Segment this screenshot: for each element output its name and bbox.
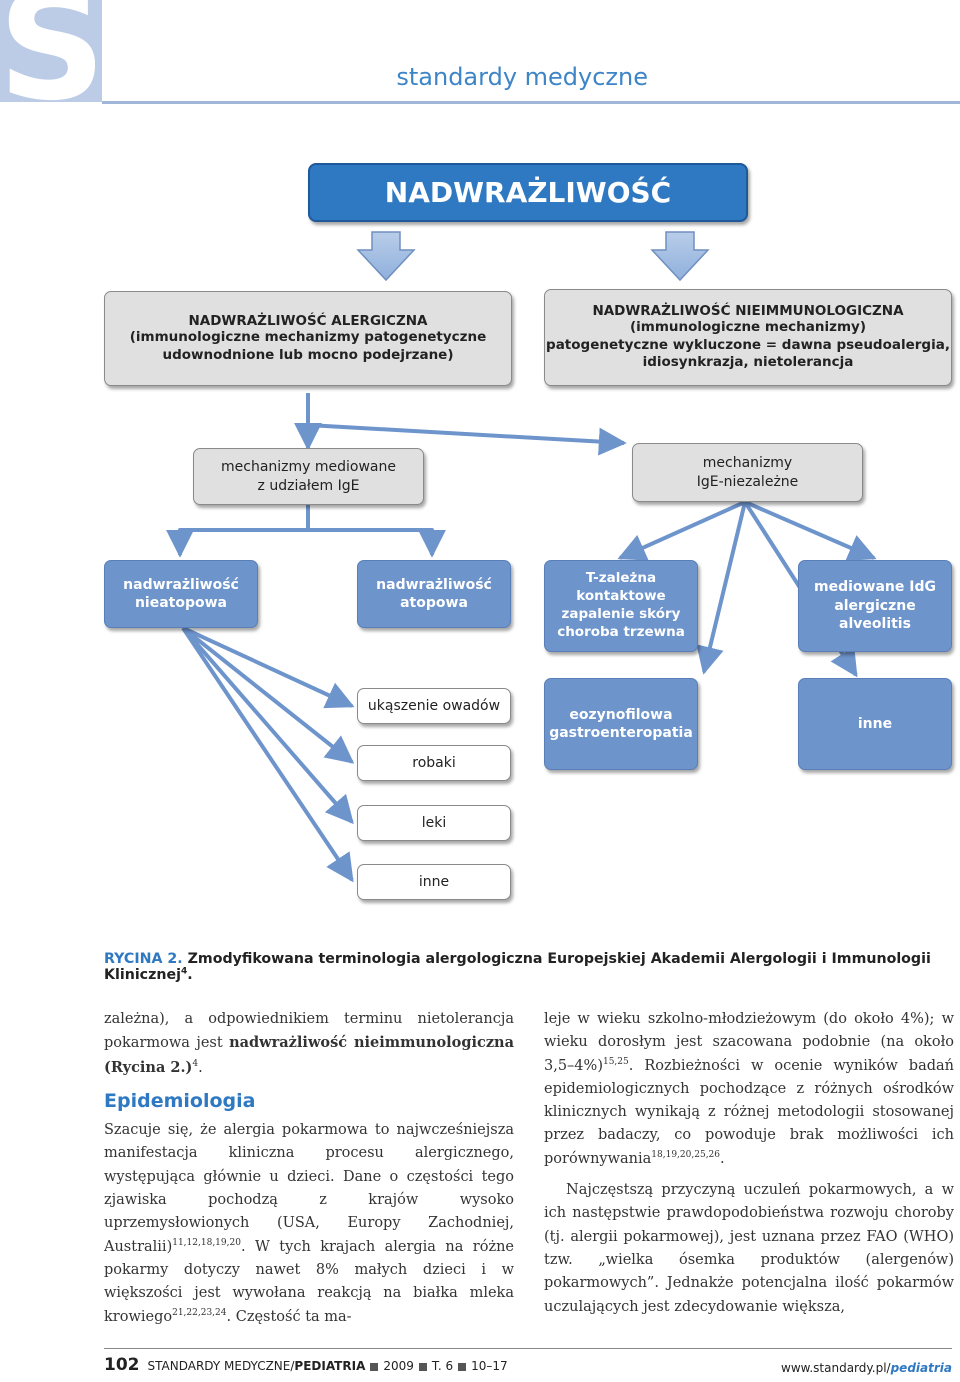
worms-box: robaki [357, 745, 511, 781]
ige-independent-box: mechanizmy IgE-niezależne [632, 443, 863, 502]
right-p1-ref1: 15,25 [602, 1056, 629, 1067]
igg-mediated-box: mediowane IdG alergiczne alveolitis [798, 560, 952, 652]
down-arrow-right [650, 231, 710, 282]
left-paragraph-2: Szacuje się, że alergia pokarmowa to naj… [104, 1119, 514, 1329]
allergic-hypersensitivity-box: NADWRAŻLIWOŚĆ ALERGICZNA (immunologiczne… [104, 291, 512, 386]
journal-volume: T. 6 [431, 1359, 454, 1373]
insect-sting-box: ukąszenie owadów [357, 688, 511, 724]
right-paragraph-1: leje w wieku szkolno-młodzieżowym (do ok… [544, 1008, 954, 1171]
left-paragraph-1: zależna), a odpowiednikiem terminu nieto… [104, 1008, 514, 1080]
url-prefix: www.standardy.pl/ [781, 1361, 891, 1375]
journal-pages: 10–17 [471, 1359, 508, 1373]
right-p1-b: . Rozbieżności w ocenie wyników badań ep… [544, 1057, 954, 1167]
figure-caption-ref: 4 [180, 966, 188, 977]
right-p1-ref2: 18,19,20,25,26 [651, 1149, 721, 1160]
page-number: 102 [104, 1355, 140, 1375]
allergic-description: (immunologiczne mechanizmy patogenetyczn… [129, 328, 487, 363]
left-p2-ref2: 21,22,23,24 [172, 1307, 227, 1318]
nonatopic-box: nadwrażliwość nieatopowa [104, 560, 258, 628]
left-column: zależna), a odpowiednikiem terminu nieto… [104, 1008, 514, 1329]
figure-caption-text: Zmodyfikowana terminologia alergologiczn… [104, 951, 931, 983]
footer-divider [104, 1348, 952, 1349]
other-left-box: inne [357, 864, 511, 900]
nonimmune-title: NADWRAŻLIWOŚĆ NIEIMMUNOLOGICZNA [592, 302, 904, 319]
left-p2-a: Szacuje się, że alergia pokarmowa to naj… [104, 1122, 514, 1255]
ige-mediated-box: mechanizmy mediowane z udziałem IgE [193, 448, 424, 505]
nonimmune-description: (immunologiczne mechanizmy) patogenetycz… [546, 318, 950, 371]
footer-left: 102 STANDARDY MEDYCZNE/PEDIATRIA 2009 T. 6 1… [104, 1355, 508, 1375]
separator-square-icon [370, 1362, 379, 1371]
section-title: standardy medyczne [396, 63, 648, 91]
footer-url[interactable]: www.standardy.pl/pediatria [781, 1361, 952, 1375]
journal-name: STANDARDY MEDYCZNE/ [147, 1359, 295, 1373]
drugs-box: leki [357, 805, 511, 841]
down-arrow-left [356, 231, 416, 282]
left-p1-bold: nadwrażliwość nieimmunologiczna (Rycina … [104, 1034, 514, 1076]
left-p2-ref1: 11,12,18,19,20 [172, 1237, 241, 1248]
section-letter-logo: S [0, 0, 102, 102]
header-divider [102, 101, 960, 104]
right-p1-a: leje w wieku szkolno-młodzieżowym (do ok… [544, 1011, 954, 1074]
left-p1-end: . [198, 1059, 203, 1076]
allergic-title: NADWRAŻLIWOŚĆ ALERGICZNA [188, 312, 428, 329]
nonimmune-hypersensitivity-box: NADWRAŻLIWOŚĆ NIEIMMUNOLOGICZNA (immunol… [544, 289, 952, 386]
diagram-arrows [166, 231, 877, 883]
left-p1-ref: 4 [192, 1058, 199, 1069]
other-right-box: inne [798, 678, 952, 770]
journal-year: 2009 [383, 1359, 414, 1373]
journal-section: PEDIATRIA [294, 1359, 366, 1373]
hypersensitivity-main-box: NADWRAŻLIWOŚĆ [308, 163, 748, 222]
figure-label: RYCINA 2. [104, 951, 183, 967]
separator-square-icon [458, 1362, 467, 1371]
left-p1-text: zależna), a odpowiednikiem terminu nieto… [104, 1011, 514, 1052]
left-p2-b: . W tych krajach alergia na różne pokarm… [104, 1238, 514, 1325]
hypersensitivity-title: NADWRAŻLIWOŚĆ [384, 176, 672, 209]
t-cell-box: T-zależna kontaktowe zapalenie skóry cho… [544, 560, 698, 652]
right-column: leje w wieku szkolno-młodzieżowym (do ok… [544, 1008, 954, 1319]
url-section: pediatria [890, 1361, 952, 1375]
figure-caption: RYCINA 2. Zmodyfikowana terminologia ale… [104, 951, 931, 983]
separator-square-icon [418, 1362, 427, 1371]
right-paragraph-2: Najczęstszą przyczyną uczuleń pokarmowyc… [544, 1182, 954, 1315]
left-p2-c: . Częstość ta ma- [226, 1308, 352, 1325]
section-heading: Epidemiologia [104, 1089, 256, 1112]
atopic-box: nadwrażliwość atopowa [357, 560, 511, 628]
eosinophilic-gastroenteropathy-box: eozynofilowa gastroenteropatia [544, 678, 698, 770]
right-p1-c: . [720, 1150, 725, 1167]
section-letter: S [0, 0, 102, 102]
